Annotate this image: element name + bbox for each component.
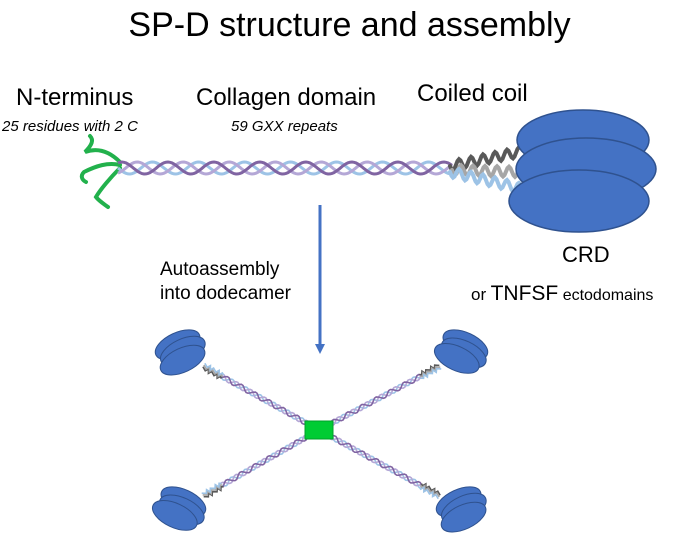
n-terminus-squiggles xyxy=(79,134,122,209)
coiled-coil-strand xyxy=(420,482,441,496)
coiled-coil-strand xyxy=(202,366,223,380)
crd-cluster xyxy=(154,329,206,376)
arm-bottom-right xyxy=(317,427,487,533)
crd-domains xyxy=(508,109,657,233)
collagen-strand xyxy=(222,431,321,488)
collagen-strand xyxy=(117,160,453,176)
collagen-helix xyxy=(201,427,321,498)
n-terminus-sublabel: 25 residues with 2 C xyxy=(2,118,138,135)
arm-top-right xyxy=(317,329,489,433)
crd-cluster xyxy=(435,486,487,533)
collagen-helix xyxy=(317,427,441,500)
tnfsf-label: or TNFSF ectodomains xyxy=(471,283,653,304)
collagen-strand xyxy=(221,373,321,431)
crd-ellipse xyxy=(151,500,198,531)
collagen-strand xyxy=(117,160,453,176)
coiled-coil-label: Coiled coil xyxy=(417,80,528,107)
coiled-coil-strand xyxy=(203,485,224,498)
coiled-coil-strand xyxy=(201,482,222,495)
crd-cluster xyxy=(151,486,207,531)
collagen-strand xyxy=(317,429,422,487)
tnfsf-or-text: or xyxy=(471,285,487,304)
coiled-coil-strands xyxy=(448,145,522,195)
arm-top-left xyxy=(154,329,321,433)
collagen-domain-sublabel: 59 GXX repeats xyxy=(231,118,338,135)
crd-ellipse xyxy=(440,501,487,533)
coiled-coil-strand xyxy=(419,364,440,376)
collagen-strand xyxy=(219,375,319,433)
arm-bottom-left xyxy=(151,427,321,531)
autoassembly-label-line1: Autoassembly xyxy=(160,259,280,280)
collagen-strand xyxy=(220,427,319,485)
coiled-coil-strand xyxy=(418,486,439,500)
coiled-coil-strand xyxy=(421,367,442,380)
n-terminus-label: N-terminus xyxy=(16,84,134,111)
coiled-coil-strand xyxy=(419,484,440,498)
coiled-coil-strand xyxy=(204,362,225,377)
collagen-domain-label: Collagen domain xyxy=(196,84,377,111)
n-terminal-hub xyxy=(304,420,334,440)
collagen-helix xyxy=(317,364,442,433)
collagen-strand xyxy=(220,375,320,431)
coiled-coil-strand xyxy=(203,364,224,378)
collagen-strand xyxy=(117,160,453,176)
collagen-strand xyxy=(319,374,422,433)
collagen-strand xyxy=(317,373,422,430)
autoassembly-label-line2: into dodecamer xyxy=(160,283,291,304)
tnfsf-text: TNFSF xyxy=(490,282,559,305)
crd-label: CRD xyxy=(562,242,610,267)
collagen-helix xyxy=(202,362,321,433)
crd-cluster xyxy=(433,329,489,374)
dodecamer xyxy=(151,329,489,533)
tnfsf-suffix-text: ectodomains xyxy=(562,287,654,304)
collagen-strand xyxy=(318,429,421,489)
coiled-coil-strand xyxy=(202,484,223,496)
coiled-coil-strand xyxy=(420,366,441,378)
collagen-strand xyxy=(221,428,320,487)
diagram-title: SP-D structure and assembly xyxy=(128,6,571,44)
crd-ellipse xyxy=(159,344,206,376)
collagen-strand xyxy=(318,376,423,432)
collagen-triple-helix xyxy=(117,160,453,176)
crd-ellipse xyxy=(433,343,480,374)
collagen-strand xyxy=(319,427,423,485)
